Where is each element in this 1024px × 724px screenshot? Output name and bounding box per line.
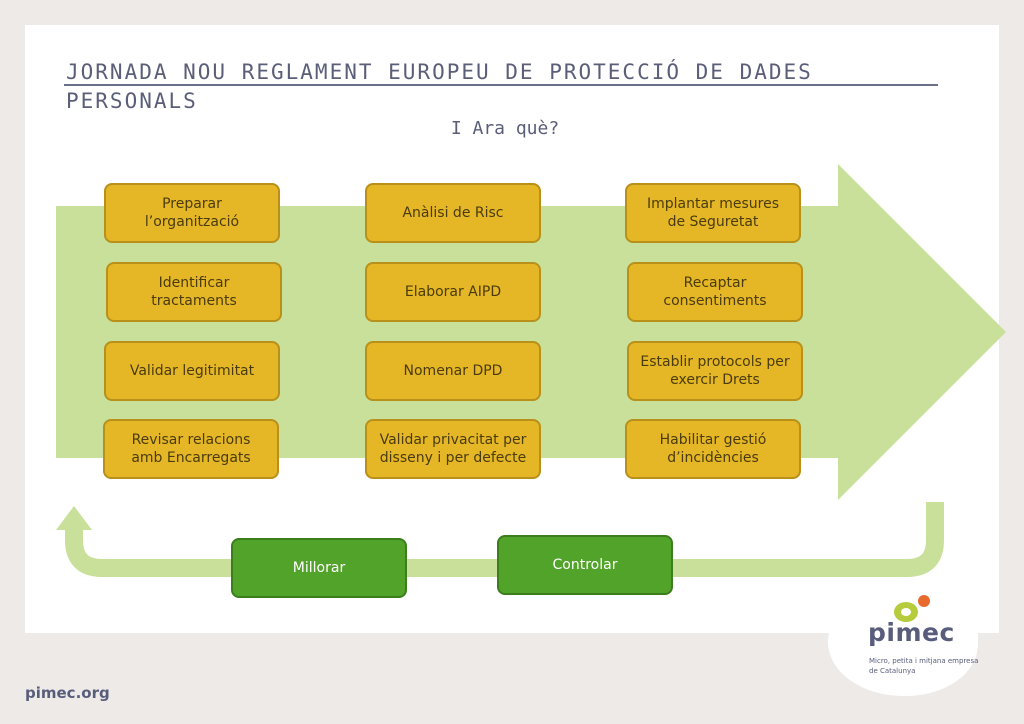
step-incident-management: Habilitar gestió d’incidències — [625, 419, 801, 479]
step-privacy-by-design: Validar privacitat per disseny i per def… — [365, 419, 541, 479]
title-divider — [64, 84, 938, 86]
logo-mark-icon — [894, 595, 930, 622]
feedback-arrowhead — [56, 506, 92, 530]
step-appoint-dpo: Nomenar DPD — [365, 341, 541, 401]
logo-wordmark: pimec — [868, 618, 955, 647]
step-validate-legitimacy: Validar legitimitat — [104, 341, 280, 401]
page-title: JORNADA NOU REGLAMENT EUROPEU DE PROTECC… — [66, 60, 813, 113]
step-identify-processing: Identificar tractaments — [106, 262, 282, 322]
step-prepare-organization: Preparar l’organització — [104, 183, 280, 243]
page-subtitle: I Ara què? — [450, 118, 560, 139]
cycle-control: Controlar — [497, 535, 673, 595]
step-collect-consent: Recaptar consentiments — [627, 262, 803, 322]
step-prepare-dpia: Elaborar AIPD — [365, 262, 541, 322]
step-security-measures: Implantar mesures de Seguretat — [625, 183, 801, 243]
main-process-arrow — [56, 164, 1006, 500]
step-risk-analysis: Anàlisi de Risc — [365, 183, 541, 243]
cycle-improve: Millorar — [231, 538, 407, 598]
footer-url[interactable]: pimec.org — [25, 684, 110, 702]
step-rights-protocols: Establir protocols per exercir Drets — [627, 341, 803, 401]
logo-tagline: Micro, petita i mitjana empresa de Catal… — [869, 657, 979, 675]
step-review-processors: Revisar relacions amb Encarregats — [103, 419, 279, 479]
